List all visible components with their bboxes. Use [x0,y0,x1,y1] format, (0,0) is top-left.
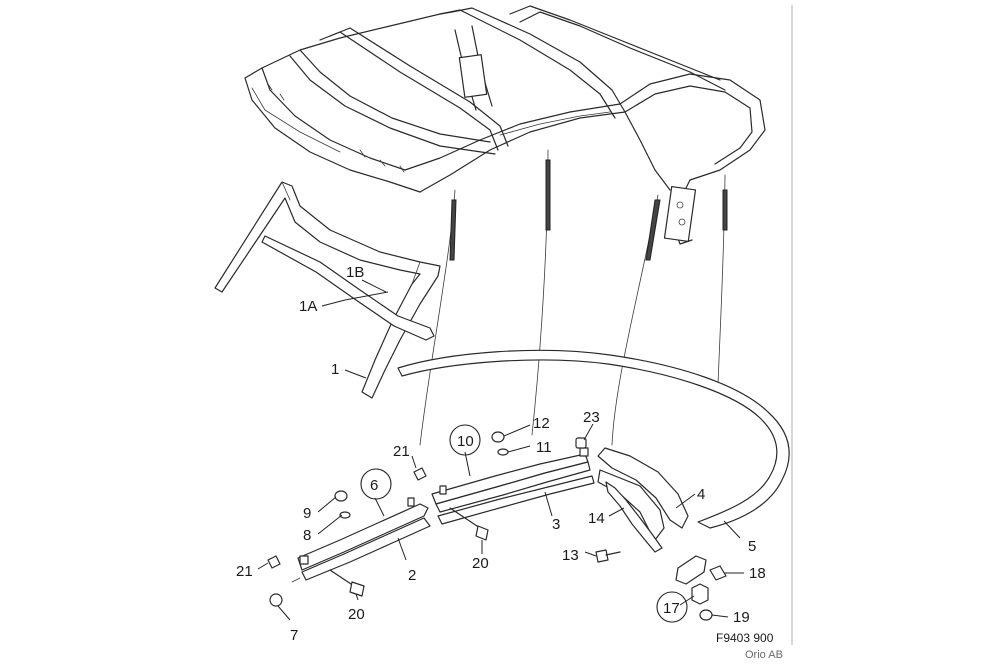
label-5: 5 [748,538,756,555]
label-14: 14 [588,510,605,527]
label-21-lower: 21 [236,563,253,580]
label-4: 4 [697,486,705,503]
label-21-upper: 21 [393,443,410,460]
label-1a: 1A [299,298,317,315]
label-8: 8 [303,527,311,544]
part-10-rail [431,447,591,513]
label-17: 17 [663,600,680,617]
label-13: 13 [562,547,579,564]
publisher: Orio AB [745,649,783,661]
label-6: 6 [370,477,378,494]
part-1a-seal-strip [261,235,435,341]
callout-circle-6 [360,468,392,500]
label-23: 23 [583,409,600,426]
label-20-upper: 20 [472,555,489,572]
callout-circle-10 [449,424,481,456]
label-18: 18 [749,565,766,582]
part-2-rail-cover [291,517,431,583]
label-20-lower: 20 [348,606,365,623]
label-19: 19 [733,609,750,626]
part-14-bracket [605,481,663,553]
label-1b: 1B [346,264,364,281]
label-2: 2 [408,567,416,584]
figure-code: F9403 900 [716,631,774,645]
label-12: 12 [533,415,550,432]
label-7: 7 [290,627,298,644]
callout-circle-17 [656,591,688,623]
label-11: 11 [536,439,552,456]
fasteners [267,431,727,621]
part-17-block [675,555,709,605]
part-1-windshield-frame [214,181,441,399]
label-9: 9 [303,505,311,522]
label-3: 3 [552,516,560,533]
callout-labels: 1B 1A 1 23 12 11 10 21 6 9 8 4 3 14 5 20… [236,264,766,644]
convertible-top-frame [244,5,766,245]
label-10: 10 [457,433,474,450]
part-6-front-rail [297,497,429,571]
part-3-rail-cover [437,475,595,525]
part-5-rear-seal [397,349,790,529]
leader-lines [257,279,744,621]
label-1: 1 [331,361,339,378]
guide-lines [419,149,728,446]
